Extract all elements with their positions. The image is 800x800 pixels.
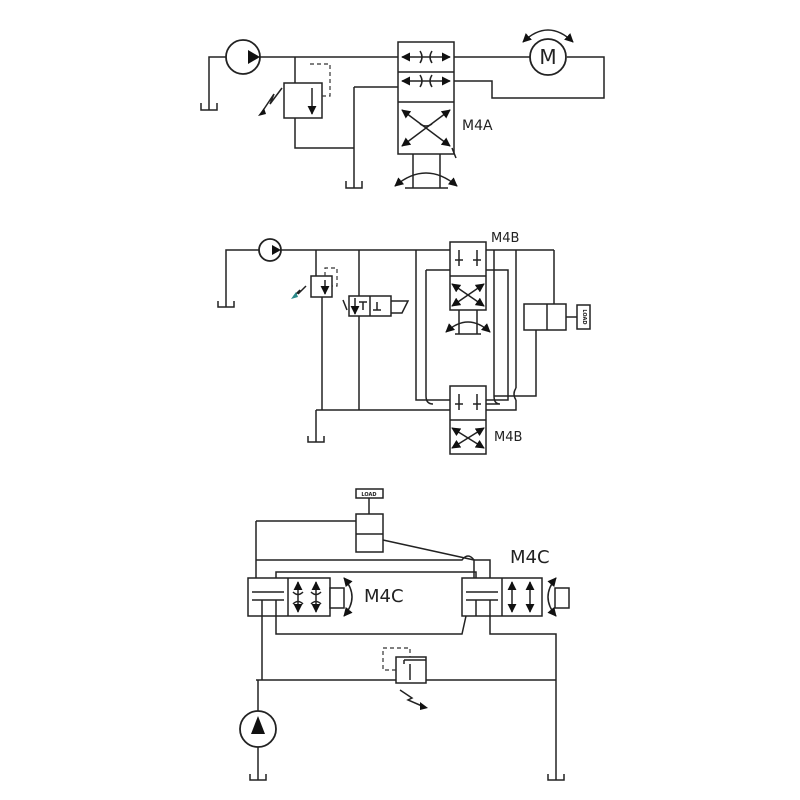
- motor-line-a2: [454, 56, 605, 99]
- label-m4c-right: M4C: [510, 547, 550, 568]
- valve-m4b-top-icon: [445, 241, 491, 335]
- loop-line-b1: [425, 270, 434, 405]
- return-line-b-right: [486, 250, 517, 411]
- label-m4c-left: M4C: [364, 586, 404, 607]
- tank-c-icon: [547, 680, 565, 781]
- relief-valve-a-icon: [258, 57, 354, 149]
- tank-a1-icon: [200, 56, 226, 111]
- valve-m4a-icon: [397, 41, 457, 189]
- pump-c-icon: [239, 680, 277, 781]
- loop-line-b3: [486, 269, 509, 401]
- load-b-icon: LOAD: [576, 304, 591, 330]
- loop-line-b2: [415, 250, 450, 401]
- pump-b-icon: [258, 238, 282, 262]
- relief-valve-b-icon: [291, 250, 338, 410]
- pump-a-icon: [225, 39, 261, 75]
- load-c-label: LOAD: [361, 492, 376, 498]
- relief-valve-c-icon: [382, 647, 428, 710]
- tank-b1-icon: [217, 249, 259, 308]
- interconnect-c3: [275, 615, 467, 635]
- label-m4a: M4A: [462, 118, 493, 134]
- circuit-b: LOAD M4B M4B: [217, 231, 591, 455]
- interconnect-c1: [256, 555, 491, 578]
- motor-label: M: [539, 45, 556, 69]
- load-c-icon: LOAD: [355, 488, 384, 514]
- load-b-label: LOAD: [581, 309, 587, 324]
- tank-b2-icon: [307, 410, 325, 443]
- motor-icon: M: [522, 29, 574, 76]
- loop-line-b4: [486, 250, 501, 405]
- label-m4b-top: M4B: [491, 231, 519, 246]
- valve-m4c-left-icon: [247, 577, 353, 617]
- supply-right-c: [489, 616, 557, 680]
- crossover-b: [513, 387, 517, 401]
- valve-m4c-right-icon: [461, 577, 570, 617]
- cylinder-b-icon: [494, 250, 577, 397]
- rotary-arrow-a-icon: [394, 172, 458, 187]
- solenoid-valve-b-icon: [342, 295, 410, 317]
- circuit-c: LOAD: [239, 488, 570, 781]
- cylinder-c-icon: [255, 513, 475, 578]
- label-m4b-bottom: M4B: [494, 430, 522, 445]
- circuit-a: M M4A: [200, 29, 605, 189]
- interconnect-c2: [275, 571, 477, 578]
- tank-a2-icon: [345, 86, 398, 189]
- valve-m4b-bottom-icon: [449, 385, 487, 455]
